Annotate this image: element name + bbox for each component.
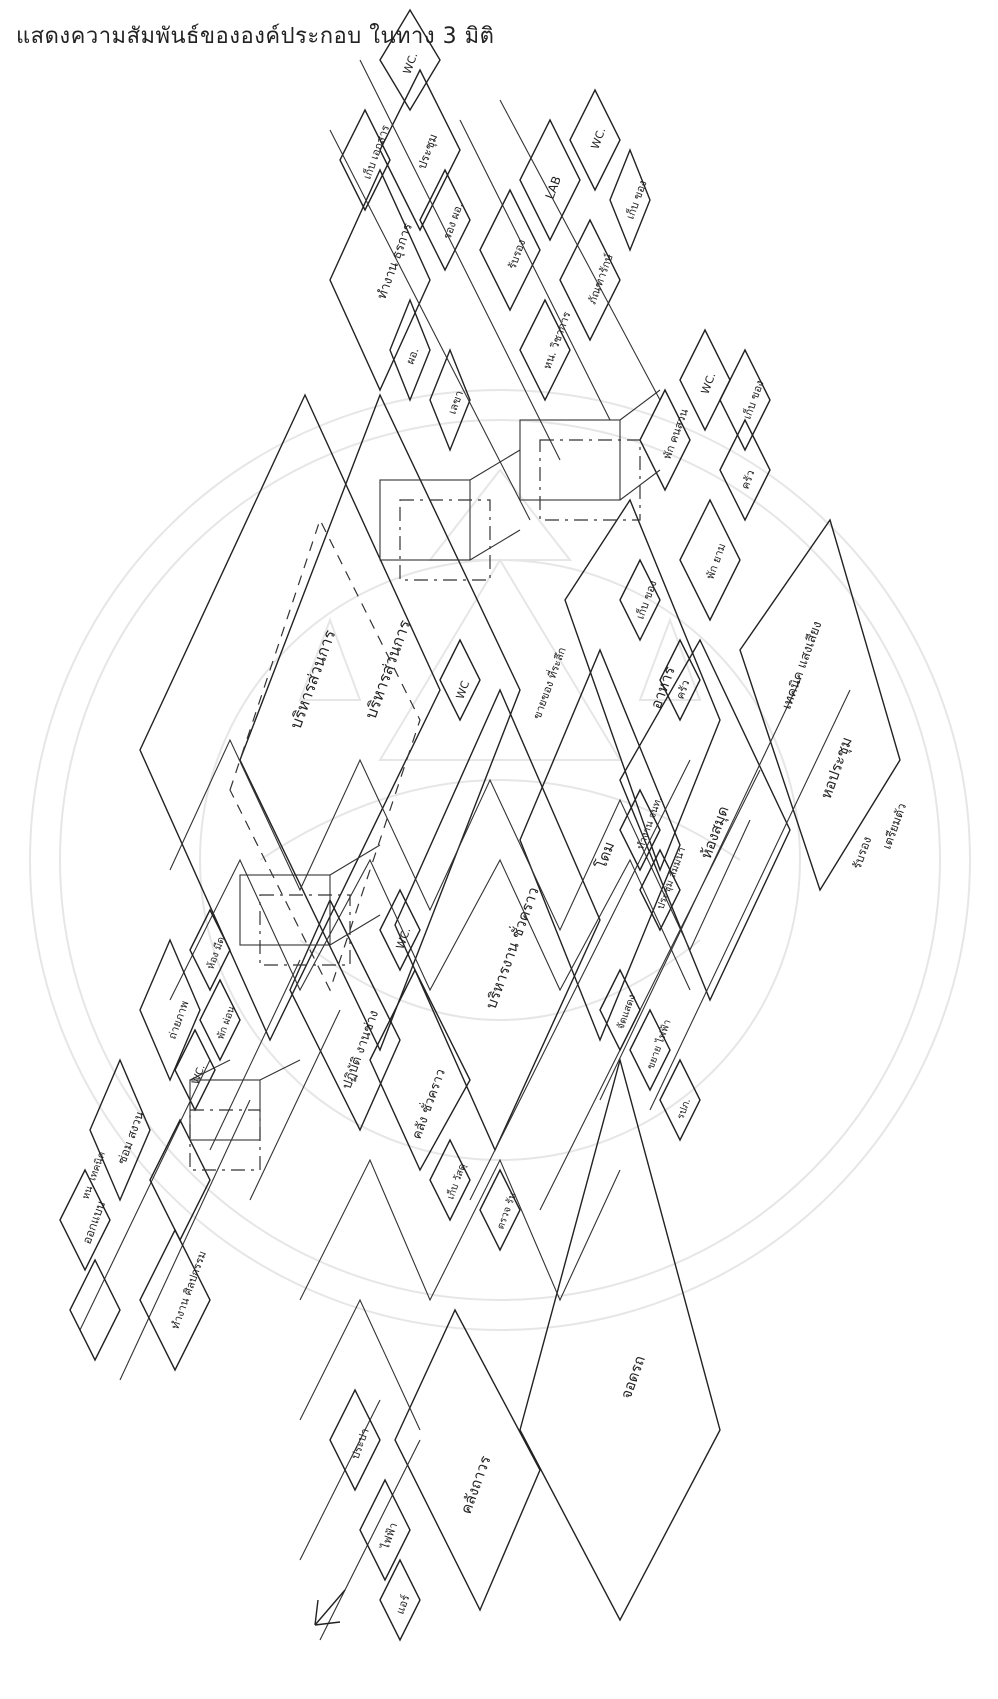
parking-block <box>520 1060 720 1620</box>
label-guest-reception: รับรอง <box>506 238 529 271</box>
label-staff-rest: พัก ผ่อน <box>215 1005 237 1041</box>
label-photo: ถ่ายภาพ <box>166 999 192 1041</box>
label-temp-office: บริหารงาน ชั่วคราว <box>480 884 543 1011</box>
label-main-office-2: บริหารส่วนการ <box>361 617 415 721</box>
workshop-block <box>290 900 400 1130</box>
label-director: ผอ. <box>404 346 422 366</box>
label-prep: เตรียมตัว <box>880 801 910 851</box>
label-store-right: เก็บ ของ <box>633 578 660 621</box>
auditorium-block <box>740 520 900 890</box>
label-store-small: เก็บ ของ <box>623 178 650 221</box>
label-lab: LAB <box>543 174 564 201</box>
label-shop: ขายของ ที่ระลึก <box>529 645 569 721</box>
label-wc-mid: WC <box>454 679 473 701</box>
label-permanent-store: คลังถาวร <box>457 1453 495 1516</box>
label-tech-head: หน. เทคนิค <box>80 1150 107 1201</box>
label-academic: หน. วิชาการ <box>541 310 574 371</box>
label-display: จัดแสดง <box>615 993 638 1031</box>
labels: บริหารส่วนการ บริหารส่วนการ บริหารงาน ชั… <box>80 51 910 1616</box>
label-cooking: ครัว <box>739 468 758 491</box>
label-lost-found: ขยาย ไฟฟ้า <box>645 1018 674 1071</box>
permanent-store-block <box>395 1310 540 1610</box>
label-darkroom: ห้อง มืด <box>205 935 228 971</box>
label-auditorium: หอประชุม <box>817 734 857 801</box>
label-parking: จอดรถ <box>617 1353 649 1401</box>
label-rest: พัก ยาม <box>704 542 729 581</box>
isometric-boxes <box>190 390 660 1170</box>
label-keep-item: เก็บ วัสดุ <box>443 1161 469 1201</box>
label-dome: โดม <box>592 839 618 871</box>
label-meeting: ประชุม <box>415 132 442 171</box>
label-wc-left: WC. <box>190 1063 207 1086</box>
label-collection: ตรวจ รับ <box>495 1191 518 1231</box>
label-archive: เก็บ เอกสาร <box>360 123 393 181</box>
label-wc-right: WC. <box>699 371 719 396</box>
label-admin-work: ทำงาน ธุรการ <box>375 221 416 301</box>
label-water: ประปา <box>349 1427 372 1461</box>
label-aircon: แอร์ <box>394 1593 413 1616</box>
label-wc-top: WC. <box>401 51 421 76</box>
label-design: ออกแบบ <box>80 1199 108 1246</box>
label-repair: ซ่อม สงวน <box>115 1109 147 1166</box>
label-reception: รับรอง <box>850 835 875 871</box>
label-wc-admin: WC. <box>589 126 609 151</box>
label-tech-sound: เทคนิค แสงเสียง <box>779 619 826 711</box>
label-electric: ไฟฟ้า <box>378 1521 400 1552</box>
main-structure <box>80 395 900 1640</box>
